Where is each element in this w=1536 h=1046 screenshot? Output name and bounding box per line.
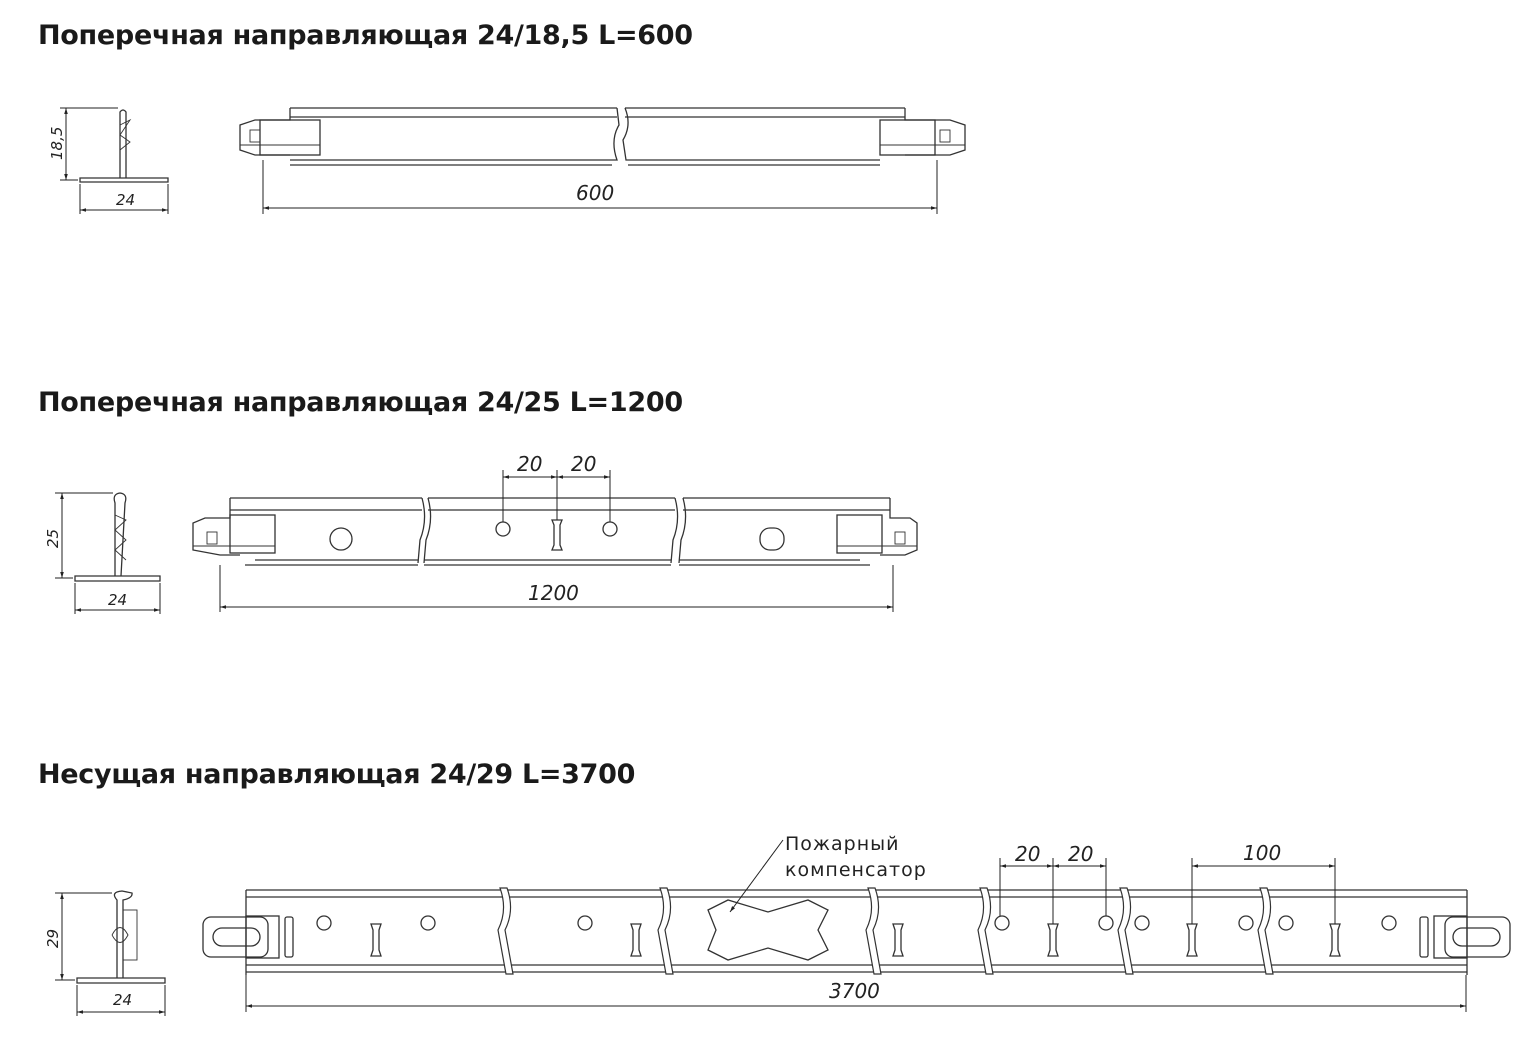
profile-height-label: 29 <box>44 929 62 948</box>
length-label-3700: 3700 <box>829 979 880 1003</box>
spacing-label: 100 <box>1243 841 1281 865</box>
length-label-1200: 1200 <box>528 581 579 605</box>
rail-3700-drawing: Пожарный компенсатор 20 20 100 3700 <box>202 833 1511 1012</box>
spacing-label: 20 <box>571 452 596 476</box>
spacing-label: 20 <box>1015 842 1040 866</box>
profile-cross-section-1200: 25 24 <box>44 492 161 614</box>
rail-600-drawing: 600 <box>239 107 966 214</box>
callout-label-line2: компенсатор <box>785 859 927 881</box>
profile-width-label: 24 <box>108 591 127 609</box>
profile-height-label: 25 <box>44 529 62 548</box>
profile-cross-section-600: 18,5 24 <box>48 107 169 214</box>
section-title-600: Поперечная направляющая 24/18,5 L=600 <box>38 20 693 51</box>
callout-label-line1: Пожарный <box>785 833 900 855</box>
length-label-600: 600 <box>576 181 614 205</box>
section-title-1200: Поперечная направляющая 24/25 L=1200 <box>38 387 683 418</box>
profile-height-label: 18,5 <box>48 127 66 160</box>
fire-compensator-shape <box>707 899 829 961</box>
spacing-label: 20 <box>517 452 542 476</box>
profile-cross-section-3700: 29 24 <box>44 890 166 1016</box>
profile-width-label: 24 <box>113 991 132 1009</box>
spacing-label: 20 <box>1068 842 1093 866</box>
profile-width-label: 24 <box>116 191 135 209</box>
section-title-3700: Несущая направляющая 24/29 L=3700 <box>38 759 636 790</box>
rail-1200-drawing: 20 20 1200 <box>192 452 918 612</box>
